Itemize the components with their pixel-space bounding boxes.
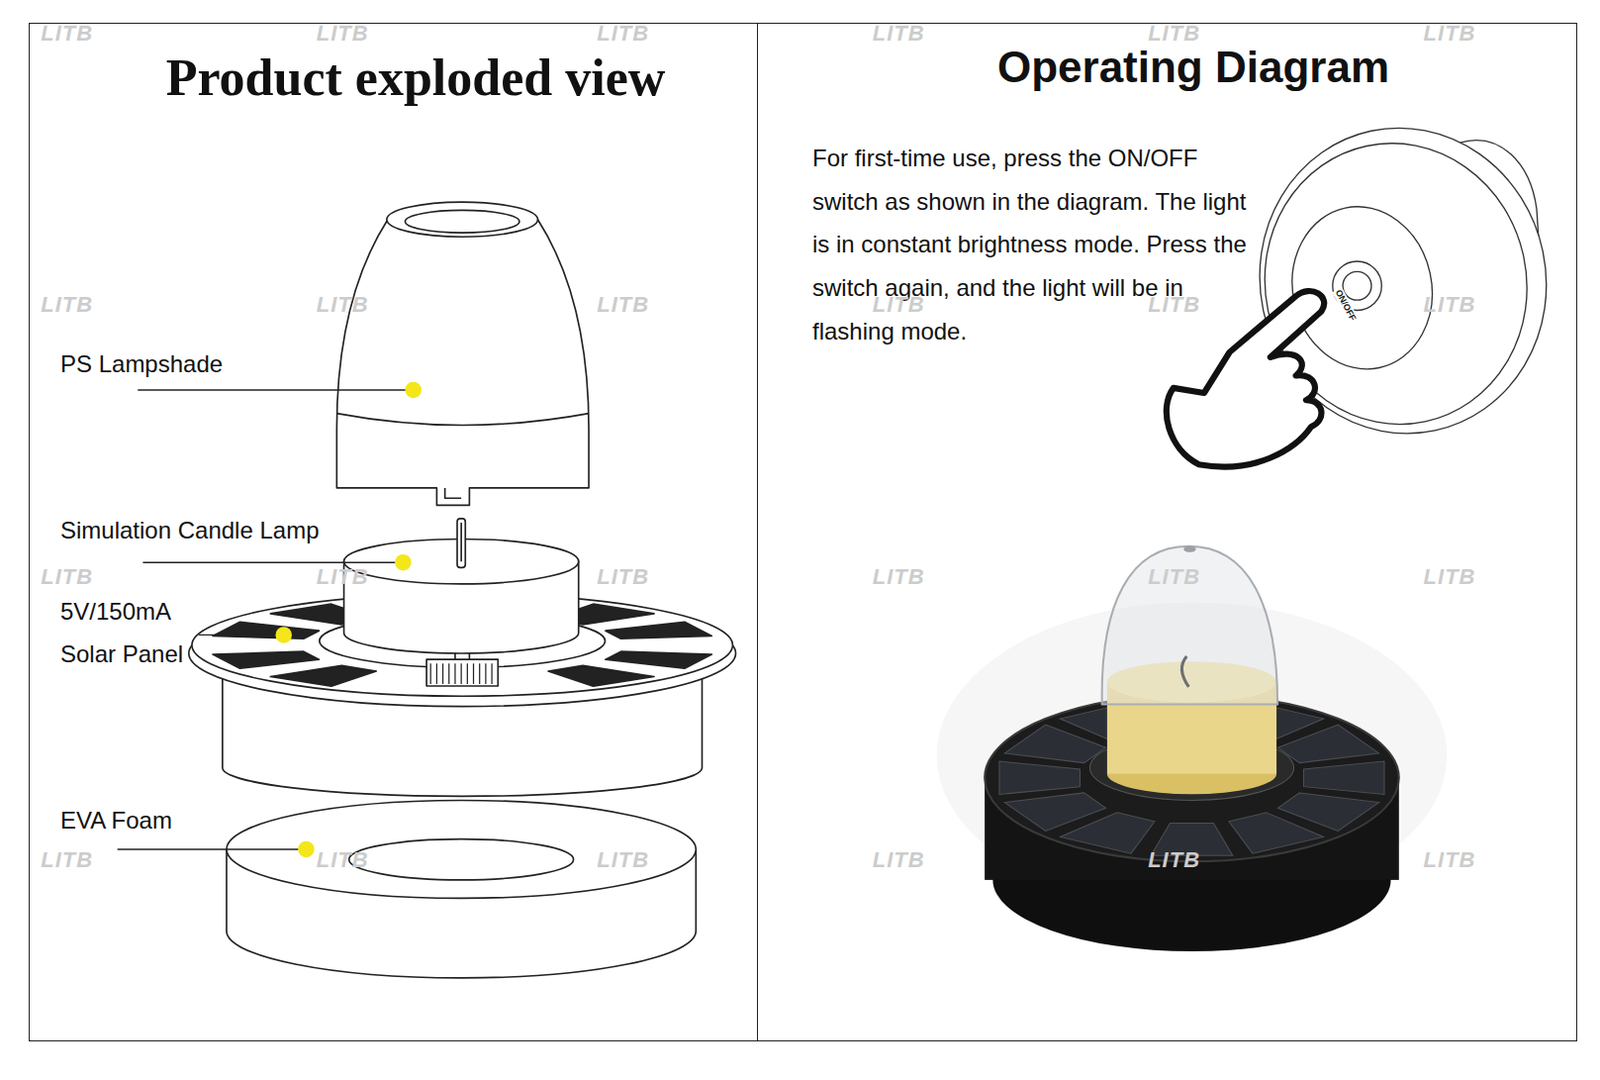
lampshade-notch (445, 487, 462, 498)
button-inner (1342, 271, 1372, 300)
watermark: LITB (1147, 564, 1201, 590)
base-body (222, 653, 703, 796)
panel-title: Product exploded view (69, 47, 762, 109)
switch-grill (426, 658, 498, 686)
grill-line (442, 662, 444, 684)
watermark: LITB (1147, 291, 1201, 318)
watermark: LITB (596, 847, 650, 873)
panel-title: Operating Diagram (896, 41, 1491, 95)
grill-line (472, 662, 474, 684)
callout-dot (394, 554, 411, 570)
leader-line (142, 561, 403, 563)
watermark: LITB (40, 291, 94, 318)
solar-cell (212, 651, 319, 668)
watermark: LITB (872, 847, 926, 873)
watermark: LITB (1147, 847, 1201, 873)
photo-dome (1102, 546, 1278, 705)
leader-line (117, 847, 307, 849)
watermark: LITB (316, 847, 370, 873)
foam-hole (349, 839, 574, 880)
callout-dot (297, 841, 314, 857)
photo-solar-cell (1004, 792, 1106, 832)
callout-dot (404, 381, 421, 398)
photo-dome-dot (1183, 546, 1196, 553)
watermark: LITB (596, 291, 650, 318)
photo-solar-cell (1228, 812, 1324, 853)
lampshade-band (336, 413, 589, 426)
solar-cell (605, 651, 712, 668)
watermark: LITB (1423, 564, 1477, 590)
photo-solar-cell (999, 760, 1081, 794)
watermark: LITB (40, 564, 94, 590)
grill-lines (430, 662, 492, 684)
wick-pin (457, 518, 466, 567)
right-panel: Operating DiagramFor first-time use, pre… (756, 22, 1578, 1041)
lampshade-body (336, 219, 589, 506)
callout-dot (275, 626, 291, 643)
part-label: EVA Foam (60, 806, 173, 836)
pointing-hand (1166, 290, 1324, 468)
part-label: Simulation Candle Lamp (60, 516, 319, 546)
watermark: LITB (872, 20, 926, 47)
watermark: LITB (316, 20, 370, 47)
solar-cell (212, 621, 319, 639)
leader-line (137, 388, 413, 390)
solar-cell (548, 664, 655, 686)
watermark: LITB (1423, 291, 1477, 318)
watermark: LITB (316, 564, 370, 590)
watermark: LITB (40, 847, 94, 873)
watermark: LITB (40, 20, 94, 47)
button-ring (1277, 193, 1447, 383)
photo-solar-cell (1277, 724, 1379, 763)
solar-cell (270, 664, 377, 686)
grill-line (454, 662, 456, 684)
grill-line (478, 662, 480, 684)
grill-line (467, 662, 469, 684)
photo-solar-cell (1303, 760, 1385, 794)
watermark: LITB (1147, 20, 1201, 47)
watermark: LITB (316, 291, 370, 318)
grill-line (430, 662, 432, 684)
watermark: LITB (1423, 20, 1477, 47)
watermark: LITB (872, 564, 926, 590)
wick-pin-line (460, 522, 463, 562)
instruction-text: For first-time use, press the ON/OFF swi… (812, 136, 1256, 353)
leader-line (198, 634, 284, 636)
watermark: LITB (596, 564, 650, 590)
solar-cell (605, 621, 712, 639)
grill-line (490, 662, 492, 684)
lampshade-opening (404, 209, 519, 233)
part-label: PS Lampshade (60, 350, 223, 379)
grill-line (461, 662, 463, 684)
lampshade-top (386, 201, 539, 237)
watermark: LITB (1423, 847, 1477, 873)
watermark: LITB (596, 20, 650, 47)
part-label: 5V/150mA Solar Panel (60, 589, 197, 675)
grill-line (448, 662, 450, 684)
grill-line (436, 662, 438, 684)
grill-line (484, 662, 486, 684)
watermark: LITB (872, 291, 926, 318)
